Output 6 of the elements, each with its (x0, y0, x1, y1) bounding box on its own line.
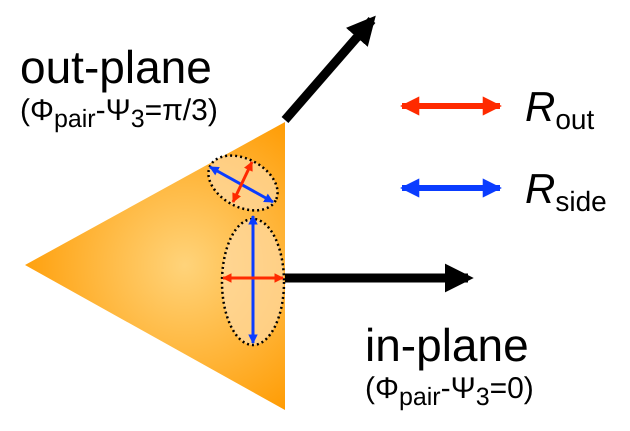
formula-text: (Φ$_{pair}$-Ψ$_{3}$=0) (365, 374, 534, 410)
formula-text: (Φ$_{pair}$-Ψ$_{3}$=π/3) (20, 96, 218, 132)
label-text: in-plane (365, 322, 529, 368)
legend-label: R$_{out}$ (525, 86, 594, 134)
legend-label: R$_{side}$ (525, 168, 607, 216)
label-text: out-plane (20, 44, 212, 90)
